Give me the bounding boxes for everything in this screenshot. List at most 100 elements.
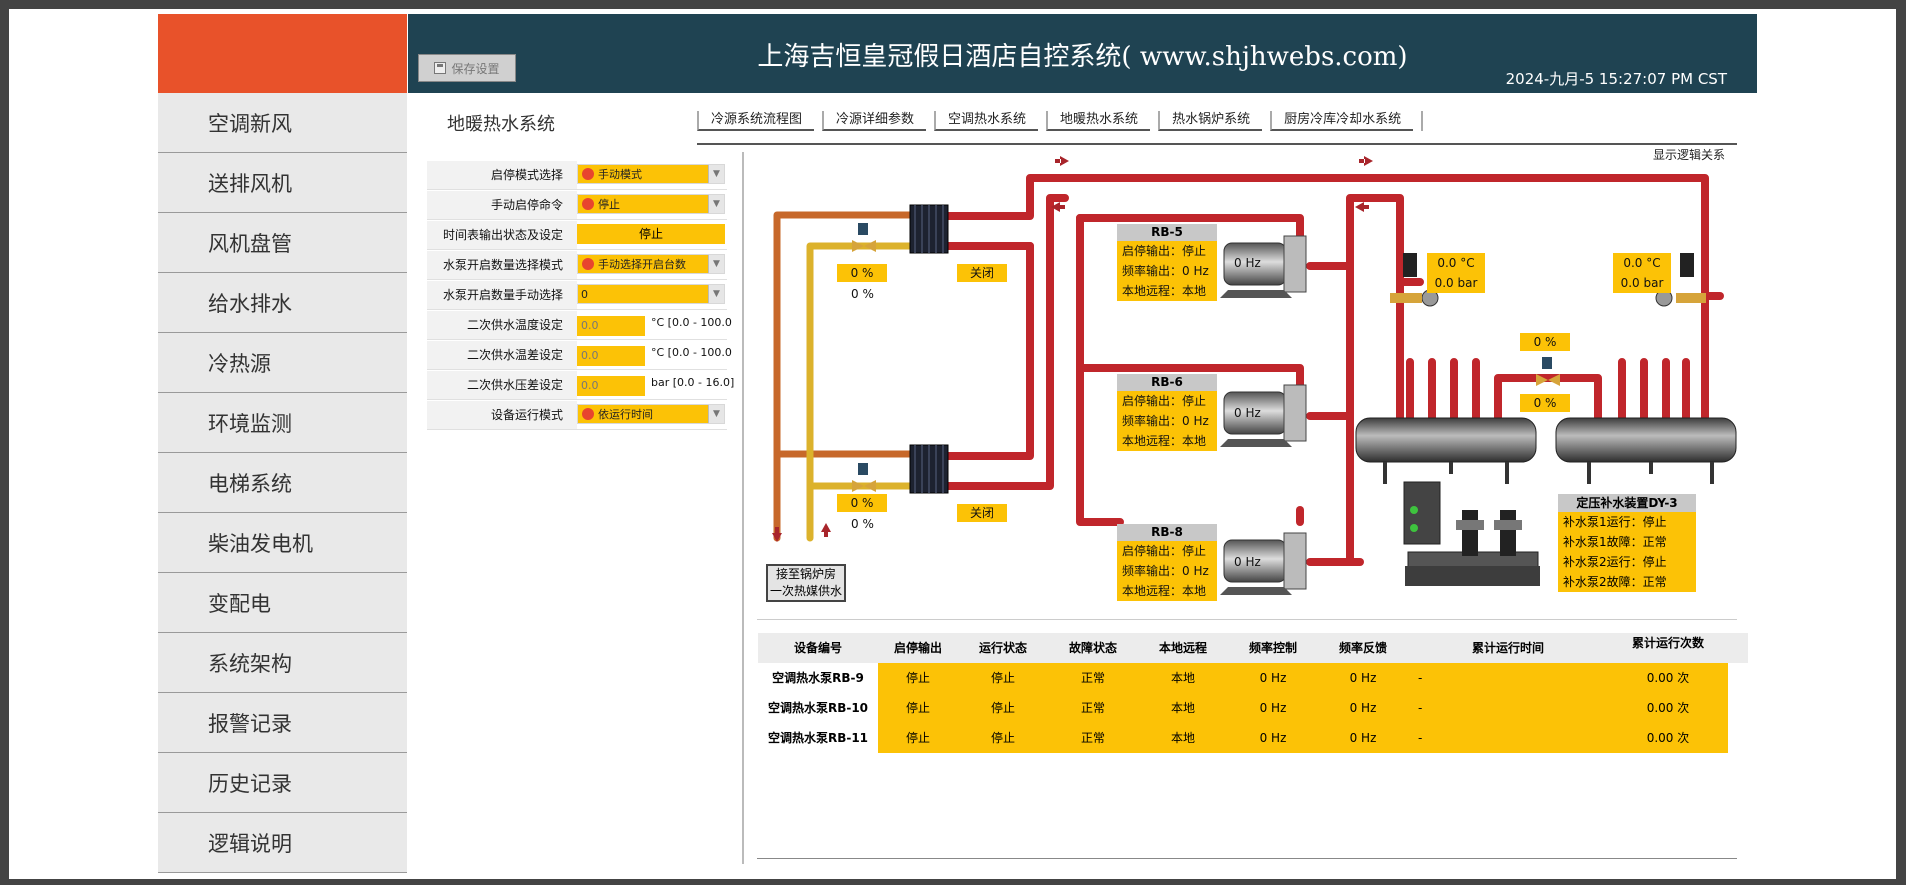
supply-temp-diff-input[interactable]: 0.0	[577, 346, 645, 366]
sidebar-item-alarm-records[interactable]: 报警记录	[158, 693, 407, 753]
hx2-valve-value: 0 %	[837, 494, 887, 512]
form-row-start-mode: 启停模式选择 手动模式▼	[427, 160, 727, 190]
manual-cmd-select[interactable]: 停止▼	[577, 194, 725, 214]
supply-press-diff-input[interactable]: 0.0	[577, 376, 645, 396]
form-row-schedule: 时间表输出状态及设定 停止	[427, 220, 727, 250]
show-logic-link[interactable]: 显示逻辑关系	[1653, 148, 1726, 162]
dy-line-1: 补水泵1运行：停止	[1563, 515, 1667, 529]
sensor-left-press: 0.0 bar	[1434, 276, 1478, 290]
table-row: 空调热水泵RB-9 停止 停止 正常 本地 0 Hz 0 Hz - 0.00 次	[758, 663, 1748, 693]
chevron-down-icon[interactable]: ▼	[708, 255, 724, 273]
status-dot-icon	[582, 168, 594, 180]
row2-local-remote: 本地	[1138, 693, 1228, 723]
row3-run-count: 0.00 次	[1608, 723, 1728, 753]
row3-freq-control: 0 Hz	[1228, 723, 1318, 753]
hx1-feedback-value: 0 %	[851, 287, 874, 301]
supply-temp-input[interactable]: 0.0	[577, 316, 645, 336]
boiler-label-line2: 一次热媒供水	[769, 584, 842, 598]
tab-cold-source-params[interactable]: 冷源详细参数	[822, 111, 927, 131]
sidebar-item-hvac-fresh-air[interactable]: 空调新风	[158, 93, 407, 153]
pump-rb6-line1: 启停输出：停止	[1122, 394, 1207, 408]
status-dot-icon	[582, 258, 594, 270]
footer-line	[757, 858, 1737, 859]
tab-floor-heating[interactable]: 地暖热水系统	[1046, 111, 1151, 131]
row1-start-stop: 停止	[878, 663, 958, 693]
pump-rb6-info: RB-6 启停输出：停止 频率输出：0 Hz 本地远程：本地	[1117, 374, 1217, 451]
pump-rb5-line2: 频率输出：0 Hz	[1122, 264, 1209, 278]
supply-press-diff-label: 二次供水压差设定	[427, 370, 577, 399]
row1-run-count: 0.00 次	[1608, 663, 1728, 693]
row2-device: 空调热水泵RB-10	[758, 693, 878, 723]
bypass-feedback-value: 0 %	[1520, 394, 1570, 412]
sensor-left-box: 0.0 °C 0.0 bar	[1427, 253, 1485, 293]
table-row: 空调热水泵RB-10 停止 停止 正常 本地 0 Hz 0 Hz - 0.00 …	[758, 693, 1748, 723]
sidebar-item-water-supply-drainage[interactable]: 给水排水	[158, 273, 407, 333]
chevron-down-icon[interactable]: ▼	[708, 405, 724, 423]
pump-rb8-line1: 启停输出：停止	[1122, 544, 1207, 558]
pump-select-mode-select[interactable]: 手动选择开启台数▼	[577, 254, 725, 274]
app-title: 上海吉恒皇冠假日酒店自控系统( www.shjhwebs.com)	[757, 42, 1408, 72]
hx2-feedback-value: 0 %	[851, 517, 874, 531]
pump-rb5-line1: 启停输出：停止	[1122, 244, 1207, 258]
sidebar-item-logic-description[interactable]: 逻辑说明	[158, 813, 407, 873]
col-freq-control: 频率控制	[1248, 641, 1297, 655]
tab-bar: 冷源系统流程图 冷源详细参数 空调热水系统 地暖热水系统 热水锅炉系统 厨房冷库…	[697, 111, 1424, 133]
save-settings-button[interactable]: 保存设置	[418, 54, 516, 82]
pump-icon	[1220, 235, 1307, 595]
row3-device: 空调热水泵RB-11	[758, 723, 878, 753]
status-dot-icon	[582, 408, 594, 420]
start-mode-value: 手动模式	[598, 168, 642, 181]
tab-kitchen-cooling[interactable]: 厨房冷库冷却水系统	[1270, 111, 1414, 131]
dy-line-4: 补水泵2故障：正常	[1563, 575, 1667, 589]
tab-underline	[697, 143, 1737, 145]
row1-freq-control: 0 Hz	[1228, 663, 1318, 693]
pressurization-unit-info: 定压补水装置DY-3 补水泵1运行：停止 补水泵1故障：正常 补水泵2运行：停止…	[1558, 494, 1696, 592]
table-row: 空调热水泵RB-11 停止 停止 正常 本地 0 Hz 0 Hz - 0.00 …	[758, 723, 1748, 753]
pump-select-mode-label: 水泵开启数量选择模式	[427, 250, 577, 279]
form-row-pump-manual: 水泵开启数量手动选择 0▼	[427, 280, 727, 310]
row1-local-remote: 本地	[1138, 663, 1228, 693]
page-title: 地暖热水系统	[447, 114, 555, 135]
header-tank-icon	[1355, 417, 1737, 484]
schedule-label: 时间表输出状态及设定	[427, 220, 577, 249]
header-bar: 保存设置 上海吉恒皇冠假日酒店自控系统( www.shjhwebs.com) 2…	[408, 14, 1757, 93]
row3-run-state: 停止	[958, 723, 1048, 753]
tab-cold-source-flow[interactable]: 冷源系统流程图	[697, 111, 815, 131]
tab-hvac-hot-water[interactable]: 空调热水系统	[934, 111, 1039, 131]
sensor-left-temp: 0.0 °C	[1437, 256, 1475, 270]
schedule-button[interactable]: 停止	[577, 224, 725, 244]
form-row-run-mode: 设备运行模式 依运行时间▼	[427, 400, 727, 430]
start-mode-select[interactable]: 手动模式 ▼	[577, 164, 725, 184]
status-dot-icon	[582, 198, 594, 210]
row1-freq-feedback: 0 Hz	[1318, 663, 1408, 693]
pump-rb6-line2: 频率输出：0 Hz	[1122, 414, 1209, 428]
sidebar-item-supply-exhaust-fans[interactable]: 送排风机	[158, 153, 407, 213]
bypass-valve-value: 0 %	[1520, 333, 1570, 351]
sidebar-item-environment[interactable]: 环境监测	[158, 393, 407, 453]
control-form: 启停模式选择 手动模式▼ 手动启停命令 停止▼ 时间表输出状态及设定 停止 水泵…	[427, 160, 734, 430]
sidebar-item-elevators[interactable]: 电梯系统	[158, 453, 407, 513]
sidebar-item-diesel-generator[interactable]: 柴油发电机	[158, 513, 407, 573]
chevron-down-icon[interactable]: ▼	[708, 165, 724, 183]
sensor-right-box: 0.0 °C 0.0 bar	[1613, 253, 1671, 293]
col-run-count: 累计运行次数	[1631, 636, 1704, 650]
col-local-remote: 本地远程	[1158, 641, 1207, 655]
pressurization-unit-icon	[1403, 481, 1540, 586]
manual-cmd-label: 手动启停命令	[427, 190, 577, 219]
pump-manual-select[interactable]: 0▼	[577, 284, 725, 304]
row1-device: 空调热水泵RB-9	[758, 663, 878, 693]
sidebar-item-cold-heat-source[interactable]: 冷热源	[158, 333, 407, 393]
run-mode-select[interactable]: 依运行时间▼	[577, 404, 725, 424]
sidebar-item-system-architecture[interactable]: 系统架构	[158, 633, 407, 693]
header-datetime: 2024-九月-5 15:27:07 PM CST	[1505, 70, 1727, 88]
sidebar-item-power-distribution[interactable]: 变配电	[158, 573, 407, 633]
sidebar-item-fan-coils[interactable]: 风机盘管	[158, 213, 407, 273]
row2-run-time: -	[1408, 693, 1608, 723]
chevron-down-icon[interactable]: ▼	[708, 195, 724, 213]
panel-divider	[742, 152, 744, 864]
sidebar-item-history[interactable]: 历史记录	[158, 753, 407, 813]
tab-hot-water-boiler[interactable]: 热水锅炉系统	[1158, 111, 1263, 131]
chevron-down-icon[interactable]: ▼	[708, 285, 724, 303]
sensor-right-press: 0.0 bar	[1620, 276, 1664, 290]
